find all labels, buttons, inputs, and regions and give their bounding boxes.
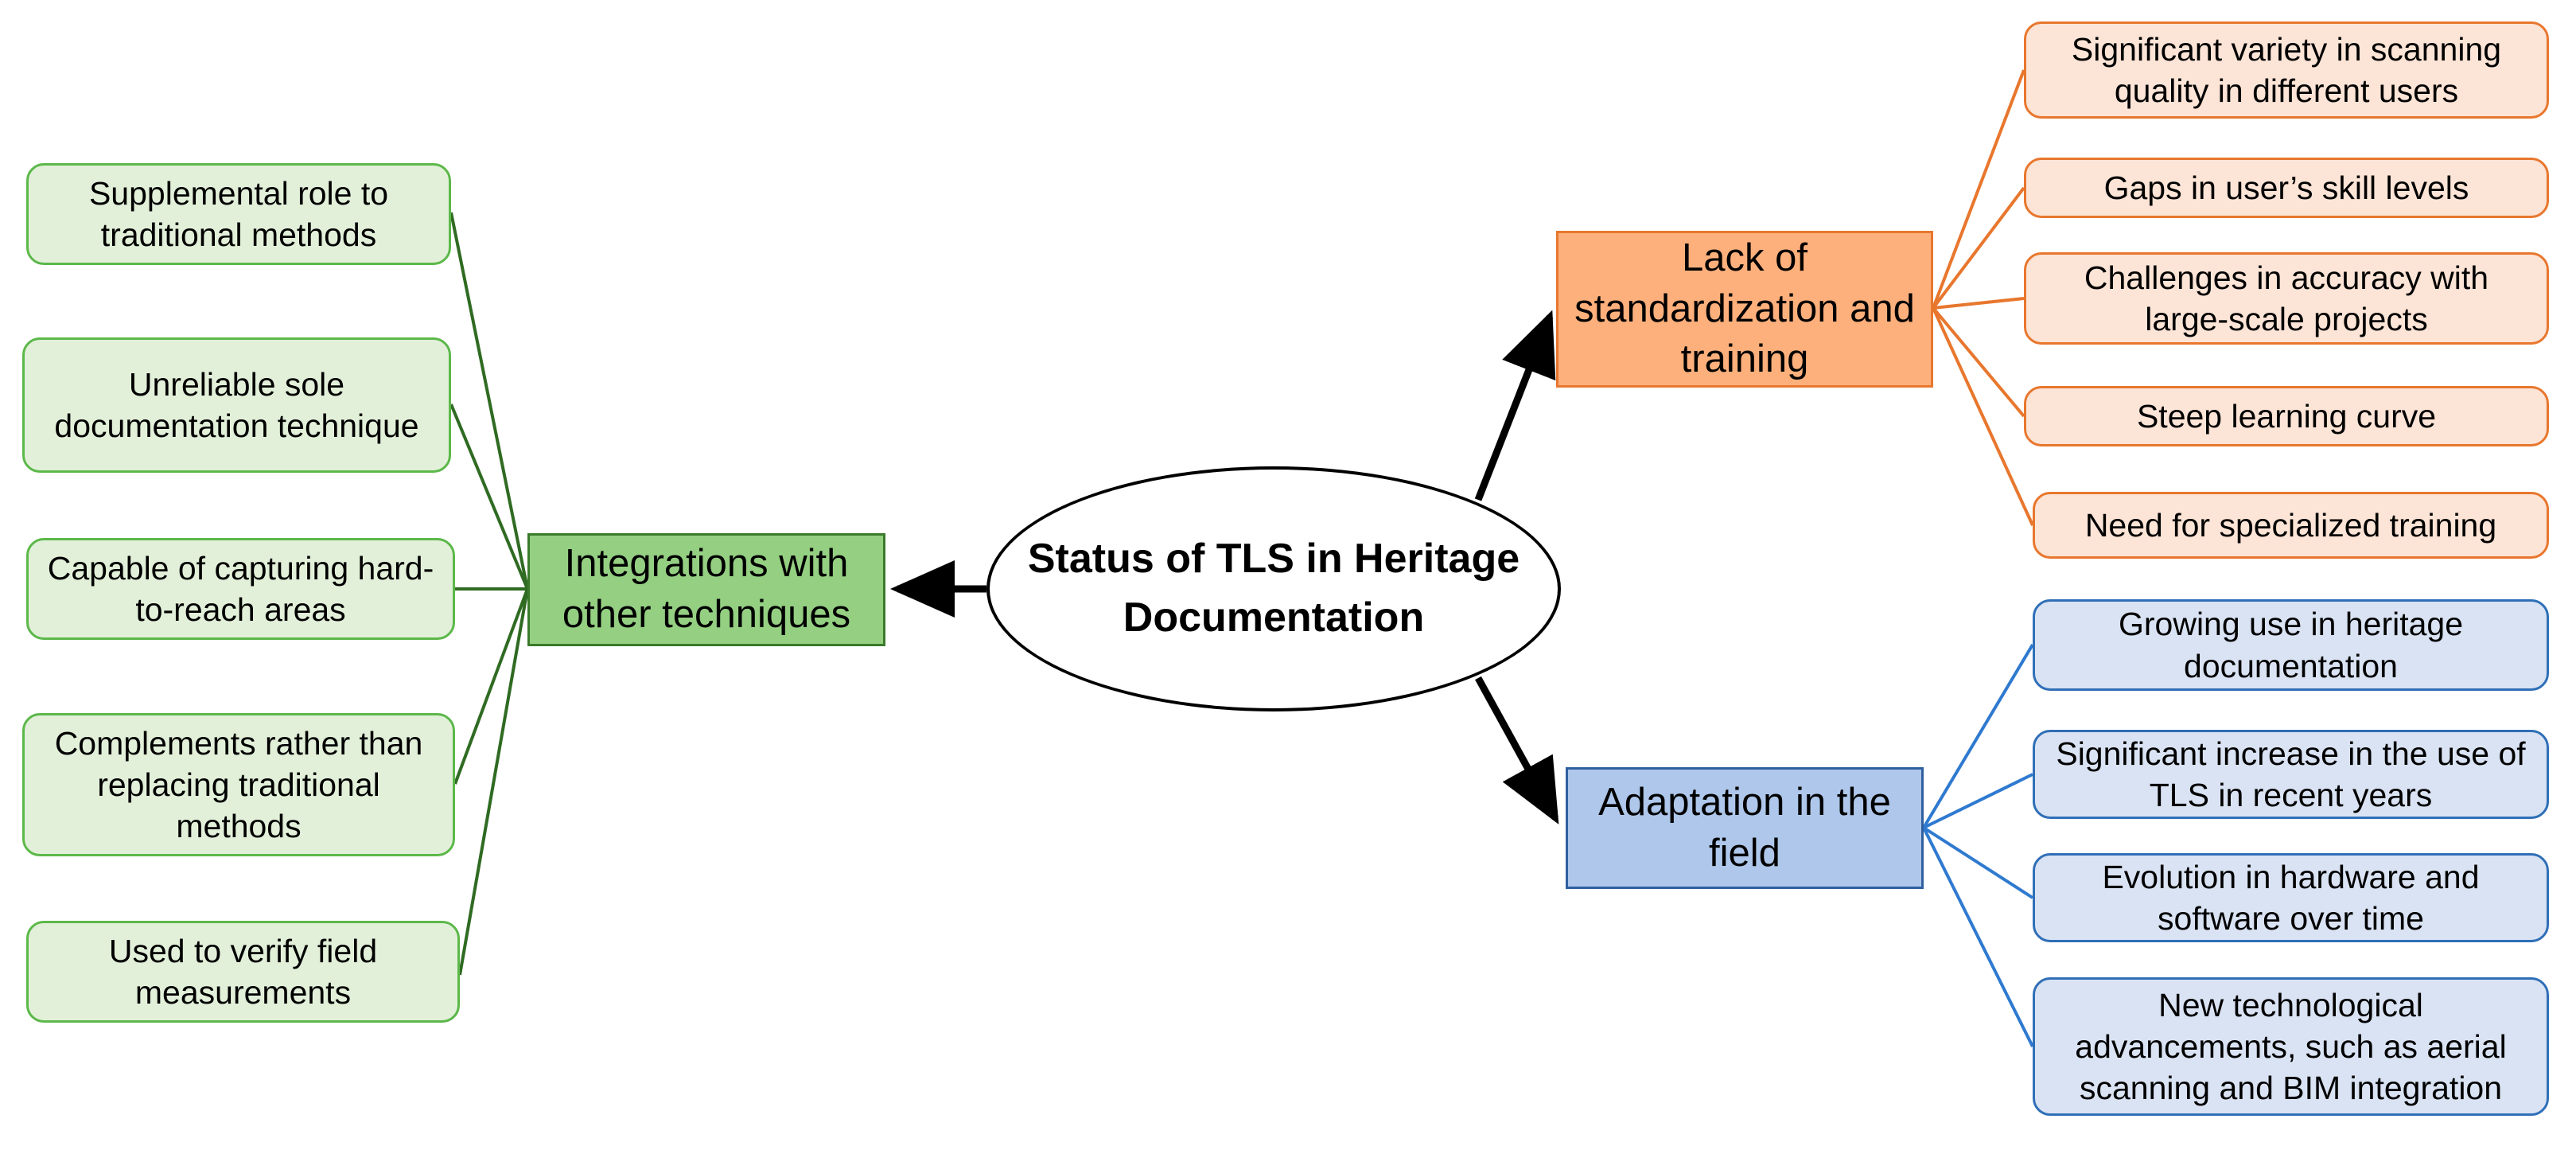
branch-standardization: Lack of standardization and training <box>1556 231 1933 388</box>
adaptation-item-2: Significant increase in the use of TLS i… <box>2033 730 2549 819</box>
central-topic: Status of TLS in Heritage Documentation <box>986 466 1561 711</box>
standardization-item-2: Gaps in user’s skill levels <box>2024 158 2549 218</box>
connector-integration-2 <box>449 403 529 590</box>
branch-integration: Integrations with other techniques <box>527 533 885 646</box>
arrow-to-standardization <box>1474 310 1556 501</box>
connector-standardization-1 <box>1932 69 2025 309</box>
connector-adaptation-3 <box>1922 826 2034 899</box>
adaptation-item-3: Evolution in hardware and software over … <box>2033 853 2549 942</box>
connector-integration-5 <box>458 588 529 976</box>
integration-item-2: Unreliable sole documentation technique <box>22 337 451 473</box>
integration-item-3: Capable of capturing hard-to-reach areas <box>26 538 455 640</box>
arrow-to-adaptation <box>1475 676 1559 824</box>
branch-adaptation: Adaptation in the field <box>1566 767 1924 889</box>
connector-standardization-5 <box>1932 307 2034 526</box>
connector-adaptation-1 <box>1922 643 2034 829</box>
standardization-item-3: Challenges in accuracy with large-scale … <box>2024 252 2549 345</box>
adaptation-item-1: Growing use in heritage documentation <box>2033 599 2549 691</box>
connector-integration-4 <box>453 588 529 785</box>
integration-item-5: Used to verify field measurements <box>26 921 460 1023</box>
connector-standardization-3 <box>1932 297 2025 310</box>
integration-item-1: Supplemental role to traditional methods <box>26 163 451 265</box>
connector-integration-1 <box>449 212 529 590</box>
connector-standardization-2 <box>1932 186 2025 310</box>
connector-adaptation-4 <box>1922 827 2034 1047</box>
integration-item-4: Complements rather than replacing tradit… <box>22 713 455 856</box>
standardization-item-4: Steep learning curve <box>2024 386 2549 446</box>
standardization-item-5: Need for specialized training <box>2033 492 2549 559</box>
standardization-item-1: Significant variety in scanning quality … <box>2024 21 2549 119</box>
connector-standardization-4 <box>1932 306 2025 418</box>
connector-adaptation-2 <box>1923 773 2033 829</box>
adaptation-item-4: New technological advancements, such as … <box>2033 977 2549 1116</box>
